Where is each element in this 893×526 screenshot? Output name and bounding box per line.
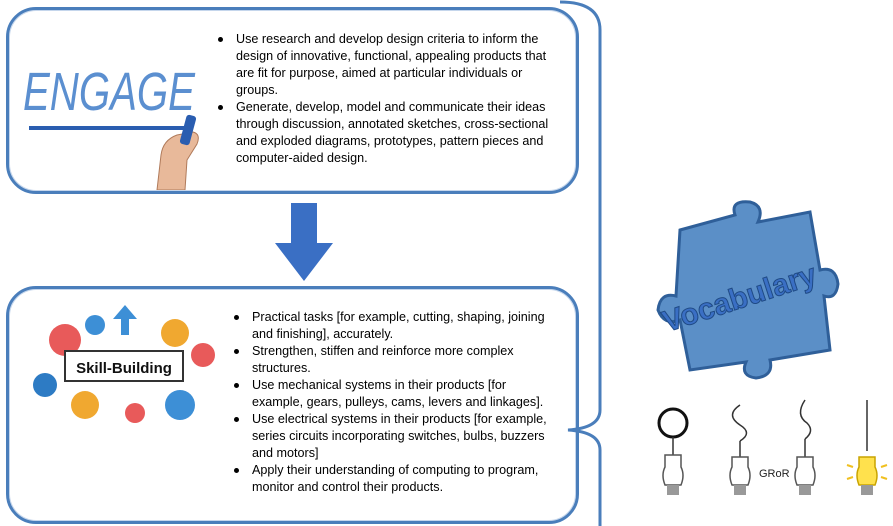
puzzle-piece-icon <box>656 200 840 380</box>
engage-panel: ENGAGE Use research and develop design c… <box>6 7 579 194</box>
hand-marker-icon <box>156 114 199 190</box>
skill-bullet-4: Use electrical systems in their products… <box>230 411 560 462</box>
engage-bullet-2: Generate, develop, model and communicate… <box>214 99 559 167</box>
skill-bullet-1: Practical tasks [for example, cutting, s… <box>230 309 560 343</box>
light-bulb-icon <box>729 404 751 495</box>
light-bulb-icon <box>657 407 689 495</box>
vocabulary-puzzle: Vocabulary <box>656 200 840 380</box>
light-bulbs-illustration: GRoR <box>657 399 888 495</box>
skill-bullet-3: Use mechanical systems in their products… <box>230 377 560 411</box>
down-arrow-icon <box>275 203 333 281</box>
light-bulb-icon <box>846 400 888 495</box>
engage-wordmark: ENGAGE <box>23 62 196 122</box>
skill-bullet-list: Practical tasks [for example, cutting, s… <box>230 309 560 496</box>
skill-bullet-5: Apply their understanding of computing t… <box>230 462 560 496</box>
engage-illustration: ENGAGE <box>23 62 199 190</box>
skill-building-panel: Skill-Building Practical tasks [for exam… <box>6 286 579 524</box>
engage-bullet-list: Use research and develop design criteria… <box>214 31 559 167</box>
skill-bullet-2: Strengthen, stiffen and reinforce more c… <box>230 343 560 377</box>
engage-bullet-1: Use research and develop design criteria… <box>214 31 559 99</box>
brace-connector <box>560 0 602 526</box>
skill-building-wordmark: Skill-Building <box>76 360 172 377</box>
skill-building-illustration: Skill-Building <box>33 305 215 423</box>
light-bulb-icon <box>794 399 816 495</box>
bulbs-caption: GRoR <box>759 468 790 480</box>
